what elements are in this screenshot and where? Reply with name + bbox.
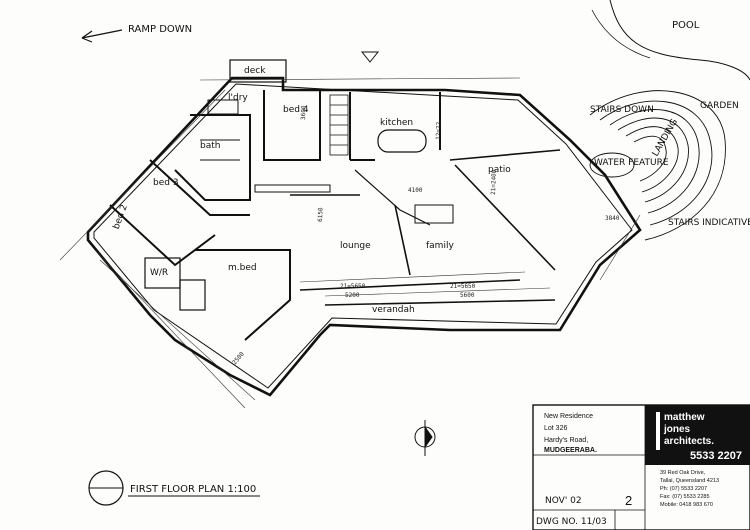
bed2-label: bed 2 [112, 203, 130, 230]
title-block [532, 404, 750, 530]
address-line-2: Tallai, Queensland 4213 [660, 478, 719, 484]
bed4-label: bed 4 [283, 105, 309, 115]
dim-2500: 2500 [231, 350, 246, 366]
plan-title-block: FIRST FLOOR PLAN 1:100 [88, 470, 260, 506]
dim-3840: 3840 [605, 215, 620, 222]
project-line-1: New Residence [544, 413, 593, 420]
stairs-indicative-label: STAIRS INDICATIVE OF SHAPE [668, 218, 750, 228]
master-bed-label: m.bed [228, 263, 257, 273]
dim-lounge: 6150 [317, 207, 325, 222]
project-line-2: Lot 326 [544, 425, 567, 432]
address-line-3: Ph: (07) 5533 2207 [660, 486, 707, 492]
dim-5600: 5600 [460, 292, 475, 299]
wir-label: W/R [150, 268, 168, 278]
ramp-down-annotation: RAMP DOWN [81, 24, 192, 43]
pool-label: POOL [672, 20, 700, 31]
bed3-label: bed 3 [153, 178, 179, 188]
ramp-down-label: RAMP DOWN [128, 24, 192, 35]
patio-label: patio [488, 165, 511, 175]
sheet-number: 2 [625, 493, 632, 508]
dim-5200: 5200 [345, 292, 360, 299]
north-arrow-top-icon [360, 51, 380, 63]
family-label: family [426, 241, 454, 251]
firm-address: 39 Red Oak Drive, Tallai, Queensland 421… [660, 470, 719, 508]
drawing-number: DWG NO. 11/03 [536, 517, 607, 527]
dim-21-5650-a: 21=5650 [340, 283, 366, 290]
dimension-lines [59, 77, 641, 409]
building-walls [86, 59, 642, 397]
firm-logo: matthew jones architects. 5533 2207 [663, 412, 742, 462]
firm-name-line-1: matthew [664, 412, 705, 423]
stairs-down-label: STAIRS DOWN [590, 105, 654, 115]
project-line-3: Hardy's Road, [544, 437, 588, 444]
kitchen-label: kitchen [380, 118, 413, 128]
firm-name-line-3: architects. [664, 436, 714, 447]
external-stairs-arcs [589, 90, 726, 241]
firm-name-line-2: jones [663, 424, 691, 435]
garden-label: GARDEN [700, 101, 739, 111]
dim-21-5650-b: 21=5650 [450, 283, 476, 290]
address-line-4: Fax: (07) 5533 2285 [660, 494, 710, 500]
address-line-5: Mobile: 0418 983 670 [660, 502, 713, 508]
pool-outline: POOL [591, 0, 750, 81]
dim-21-2400: 21=2400 [490, 169, 498, 195]
lounge-label: lounge [340, 241, 371, 251]
water-feature-label: WATER FEATURE [594, 158, 669, 168]
laundry-label: l'dry [228, 93, 248, 103]
address-line-1: 39 Red Oak Drive, [660, 470, 706, 476]
compass-marker-icon [414, 420, 436, 456]
dim-4100: 4100 [408, 187, 423, 194]
verandah-label: verandah [372, 305, 415, 315]
project-info: New Residence Lot 326 Hardy's Road, MUDG… [536, 413, 632, 527]
firm-phone: 5533 2207 [690, 450, 742, 462]
date-value: NOV' 02 [545, 496, 582, 506]
dim-12-22: 12=22 [435, 121, 443, 140]
deck-label: deck [244, 66, 266, 76]
project-line-4: MUDGEERABA. [544, 447, 597, 454]
plan-title: FIRST FLOOR PLAN 1:100 [130, 484, 256, 495]
bath-label: bath [200, 141, 220, 151]
landing-label: LANDING [651, 117, 680, 158]
dim-3600: 3600 [300, 105, 308, 120]
